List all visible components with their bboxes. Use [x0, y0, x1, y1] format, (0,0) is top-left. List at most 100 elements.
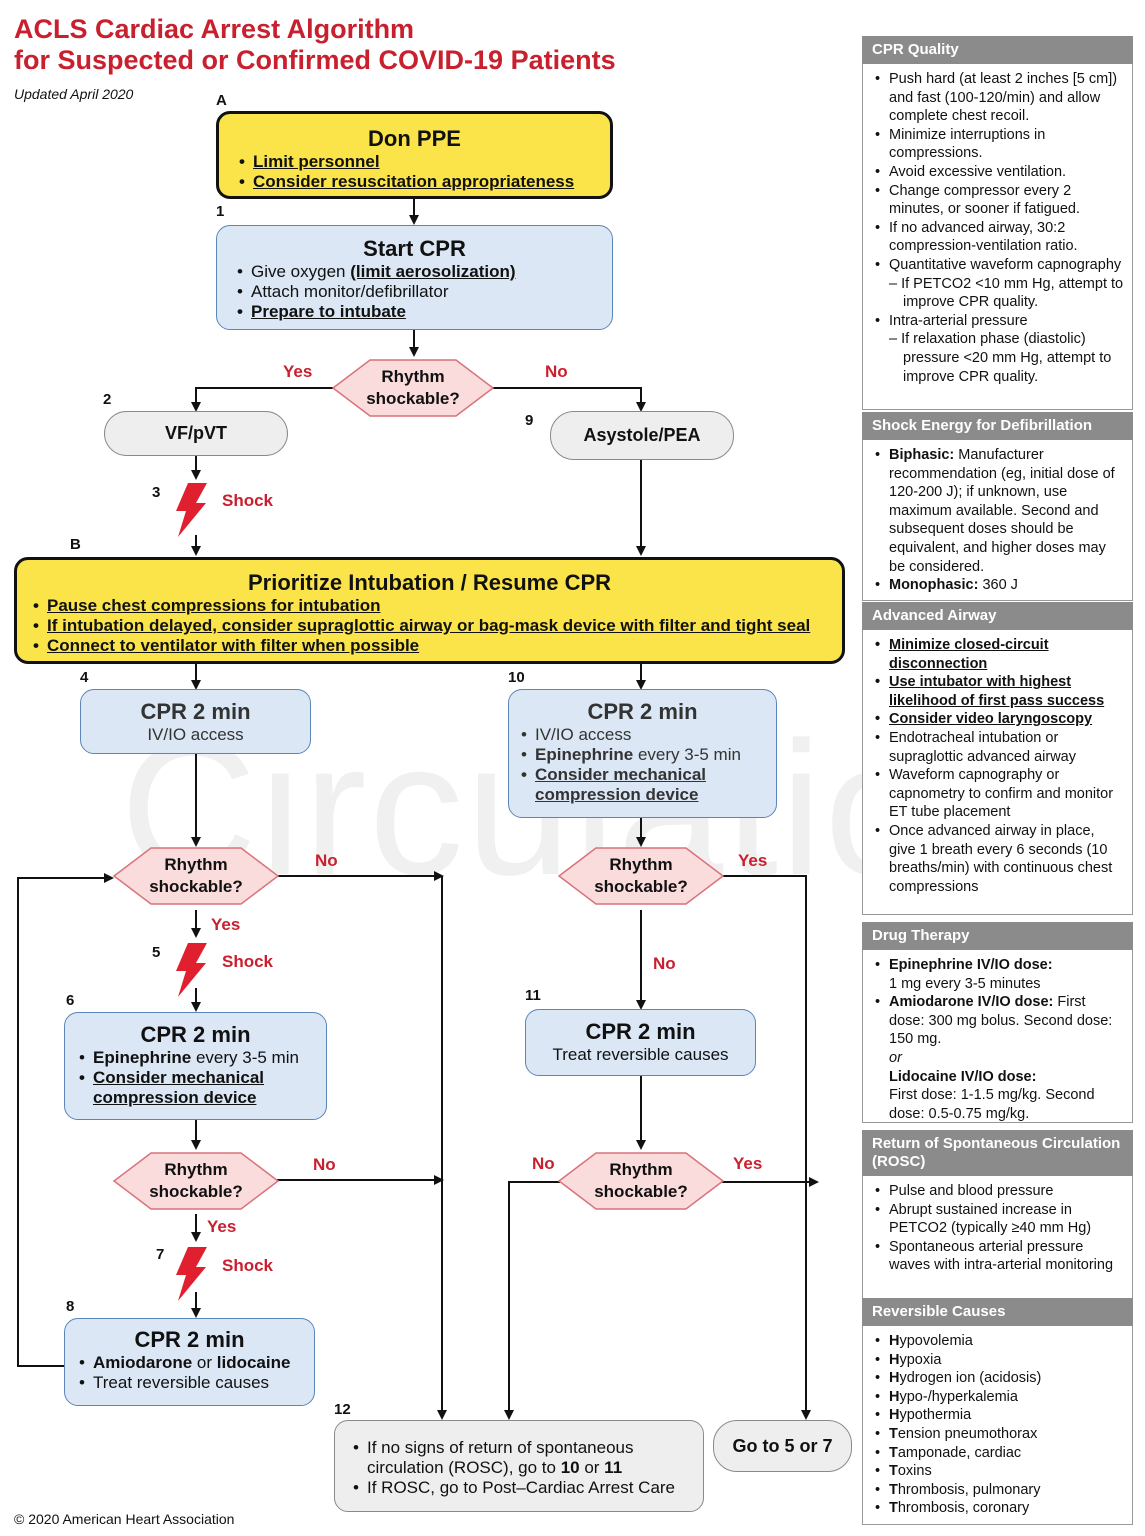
list-item: Pause chest compressions for intubation — [33, 596, 842, 616]
list-item: Once advanced airway in place, give 1 br… — [875, 822, 1124, 896]
list-item: Hypoxia — [875, 1351, 1124, 1370]
lightning-icon — [176, 943, 207, 997]
lightning-icon — [176, 483, 207, 537]
section-heading: Advanced Airway — [862, 602, 1133, 630]
list-item: Hypothermia — [875, 1406, 1124, 1425]
section-heading: Return of Spontaneous Circulation (ROSC) — [862, 1130, 1133, 1176]
step-label-9: 9 — [525, 412, 534, 429]
prioritize-title: Prioritize Intubation / Resume CPR — [247, 570, 612, 595]
step-label-a: A — [216, 92, 227, 109]
no-label: No — [545, 362, 568, 381]
list-item: If no advanced airway, 30:2 compression-… — [875, 219, 1124, 256]
cpr-sub: Treat reversible causes — [552, 1045, 729, 1064]
step-label-6: 6 — [66, 992, 75, 1009]
sidebar: CPR Quality Push hard (at least 2 inches… — [862, 36, 1133, 1526]
list-item: Endotracheal intubation or supraglottic … — [875, 729, 1124, 766]
section-heading: Shock Energy for Defibrillation — [862, 412, 1133, 440]
diamond-shape — [331, 359, 495, 417]
list-item: Monophasic: 360 J — [875, 576, 1124, 595]
don-ppe-box: Don PPE Limit personnel Consider resusci… — [216, 111, 613, 199]
start-cpr-box: Start CPR Give oxygen (limit aerosolizat… — [216, 225, 613, 330]
list-item: Minimize interruptions in compressions. — [875, 126, 1124, 163]
copyright: © 2020 American Heart Association — [14, 1511, 235, 1527]
list-item: Connect to ventilator with filter when p… — [33, 636, 842, 656]
vf-pvt-box: VF/pVT — [104, 411, 288, 456]
list-item: IV/IO access — [521, 725, 776, 745]
list-item: Tension pneumothorax — [875, 1425, 1124, 1444]
list-item: Spontaneous arterial pressure waves with… — [875, 1238, 1124, 1275]
step-label-10: 10 — [508, 669, 525, 686]
drug-therapy-section: Drug Therapy Epinephrine IV/IO dose:1 mg… — [862, 922, 1133, 1123]
yes-label: Yes — [733, 1154, 763, 1173]
flow-connectors — [17, 199, 819, 1420]
no-label: No — [532, 1154, 555, 1173]
list-item: Thrombosis, pulmonary — [875, 1481, 1124, 1500]
list-item: Biphasic: Manufacturer recommendation (e… — [875, 446, 1124, 576]
lidocaine-label: Lidocaine IV/IO dose: — [889, 1068, 1037, 1085]
cpr-box-11: CPR 2 min Treat reversible causes — [525, 1009, 756, 1076]
cpr-title: CPR 2 min — [140, 699, 251, 724]
cpr-box-4: CPR 2 min IV/IO access — [80, 689, 311, 754]
list-item: Hypo-/hyperkalemia — [875, 1388, 1124, 1407]
shock-label: Shock — [222, 491, 274, 510]
list-subitem: – If PETCO2 <10 mm Hg, attempt to improv… — [889, 275, 1124, 311]
list-item: Amiodarone IV/IO dose: First dose: 300 m… — [875, 993, 1124, 1049]
shock-label: Shock — [222, 952, 274, 971]
list-item: Pulse and blood pressure — [875, 1182, 1124, 1201]
list-item: Quantitative waveform capnography — [875, 256, 1124, 275]
section-heading: CPR Quality — [862, 36, 1133, 64]
list-item: Epinephrine every 3-5 min — [79, 1048, 326, 1068]
asystole-pea-box: Asystole/PEA — [550, 411, 734, 460]
yes-label: Yes — [211, 915, 241, 934]
step-label-b: B — [70, 536, 81, 553]
list-item: Hydrogen ion (acidosis) — [875, 1369, 1124, 1388]
goto-5-or-7-box: Go to 5 or 7 — [713, 1420, 852, 1472]
yes-label: Yes — [283, 362, 313, 381]
list-item: If no signs of return of spontaneouscirc… — [353, 1438, 703, 1478]
diamond-shape — [112, 1152, 280, 1210]
page-title: ACLS Cardiac Arrest Algorithm for Suspec… — [14, 14, 616, 75]
advanced-airway-section: Advanced Airway Minimize closed-circuit … — [862, 602, 1133, 915]
list-item: Change compressor every 2 minutes, or so… — [875, 182, 1124, 219]
list-item: If ROSC, go to Post–Cardiac Arrest Care — [353, 1478, 703, 1498]
lightning-icon — [176, 1247, 207, 1301]
prioritize-intubation-box: Prioritize Intubation / Resume CPR Pause… — [14, 557, 845, 664]
diamond-shape — [557, 1152, 725, 1210]
list-item: Use intubator with highest likelihood of… — [875, 673, 1124, 710]
list-item: Consider resuscitation appropriateness — [239, 172, 610, 192]
list-item: Intra-arterial pressure — [875, 312, 1124, 331]
list-item: Consider video laryngoscopy — [875, 710, 1124, 729]
list-item: Give oxygen (limit aerosolization) — [237, 262, 612, 282]
list-item: Prepare to intubate — [237, 302, 612, 322]
list-item: Thrombosis, coronary — [875, 1499, 1124, 1518]
list-item: Epinephrine every 3-5 min — [521, 745, 776, 765]
list-item: If intubation delayed, consider supraglo… — [33, 616, 842, 636]
cpr-box-10: CPR 2 min IV/IO access Epinephrine every… — [508, 689, 777, 818]
step-label-2: 2 — [103, 391, 112, 408]
list-item: Treat reversible causes — [79, 1373, 314, 1393]
list-item: Attach monitor/defibrillator — [237, 282, 612, 302]
step-label-12: 12 — [334, 1401, 351, 1418]
no-label: No — [313, 1155, 336, 1174]
section-heading: Reversible Causes — [862, 1298, 1133, 1326]
step-label-1: 1 — [216, 203, 225, 220]
cpr-title: CPR 2 min — [587, 699, 698, 724]
list-item: Epinephrine IV/IO dose:1 mg every 3-5 mi… — [875, 956, 1124, 993]
cpr-title: CPR 2 min — [134, 1327, 245, 1352]
list-item: Tamponade, cardiac — [875, 1444, 1124, 1463]
don-ppe-title: Don PPE — [368, 126, 461, 151]
step-label-4: 4 — [80, 669, 89, 686]
cpr-quality-section: CPR Quality Push hard (at least 2 inches… — [862, 36, 1133, 410]
list-item: Toxins — [875, 1462, 1124, 1481]
shock-energy-section: Shock Energy for Defibrillation Biphasic… — [862, 412, 1133, 601]
step-label-8: 8 — [66, 1298, 75, 1315]
cpr-title: CPR 2 min — [140, 1022, 251, 1047]
yes-label: Yes — [207, 1217, 237, 1236]
step-12-box: If no signs of return of spontaneouscirc… — [334, 1420, 704, 1512]
list-item: Waveform capnography or capnometry to co… — [875, 766, 1124, 822]
